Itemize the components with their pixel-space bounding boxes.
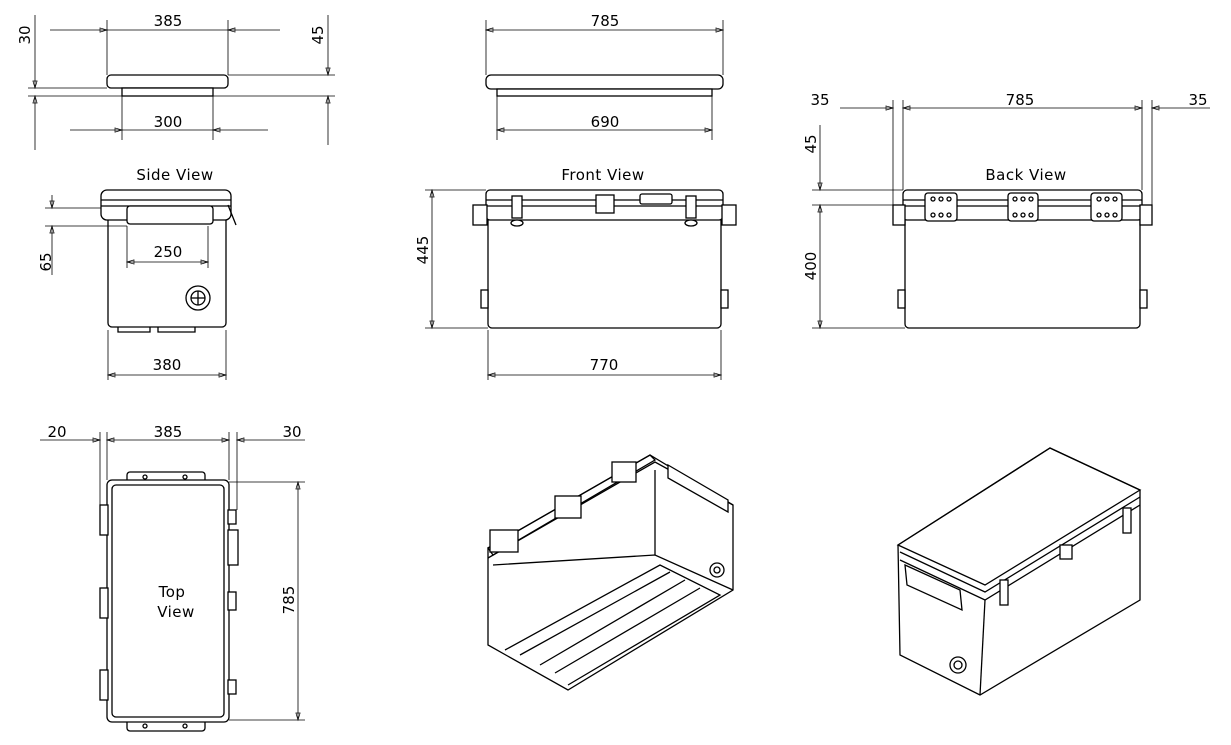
top-view-label-line2: View — [157, 603, 195, 621]
dim-top-left-offset: 20 — [47, 423, 66, 441]
side-view: Side View 250 380 65 — [37, 166, 237, 380]
front-view: Front View 445 770 — [414, 166, 737, 380]
dim-lid-side-thickness: 30 — [16, 25, 34, 44]
dim-side-width: 380 — [153, 356, 182, 374]
dim-lid-side-width: 385 — [154, 12, 183, 30]
dim-side-lid-band: 65 — [37, 252, 55, 271]
dim-lid-side-height: 45 — [309, 25, 327, 44]
dim-lid-front-width: 785 — [591, 12, 620, 30]
back-view-label: Back View — [985, 166, 1066, 184]
dim-lid-side-inner: 300 — [154, 113, 183, 131]
back-view: Back View 35 785 35 — [802, 91, 1210, 330]
dim-back-right-offset: 35 — [1188, 91, 1207, 109]
front-view-label: Front View — [561, 166, 644, 184]
lid-front-view: 785 690 — [484, 12, 725, 140]
lid-side-view: 385 300 30 45 — [16, 12, 335, 150]
isometric-view-underside — [487, 454, 734, 691]
dim-lid-front-inner: 690 — [591, 113, 620, 131]
top-view-label-line1: Top — [158, 583, 186, 601]
dim-front-height: 445 — [414, 236, 432, 265]
dim-back-width: 785 — [1006, 91, 1035, 109]
dim-back-left-offset: 35 — [810, 91, 829, 109]
top-view: Top View 20 385 30 785 — [40, 423, 305, 732]
dim-top-width: 385 — [154, 423, 183, 441]
dim-back-lid: 45 — [802, 134, 820, 153]
dim-back-body: 400 — [802, 252, 820, 281]
isometric-view-top — [896, 447, 1142, 696]
dim-front-width: 770 — [590, 356, 619, 374]
side-view-label: Side View — [136, 166, 213, 184]
dim-top-right-offset: 30 — [282, 423, 301, 441]
dim-side-handle: 250 — [154, 243, 183, 261]
dim-top-length: 785 — [280, 586, 298, 615]
